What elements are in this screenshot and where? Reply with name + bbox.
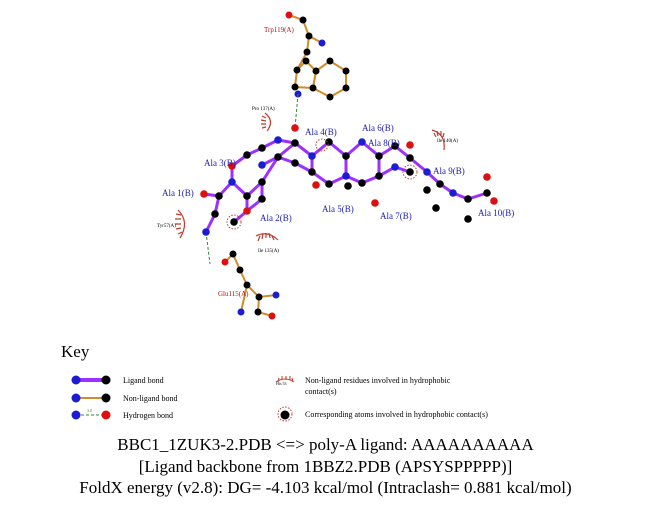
legend-corresponding-atoms-label: Corresponding atoms involved in hydropho… [305, 410, 488, 419]
ligand-label-ala5: Ala 5(B) [322, 204, 354, 214]
legend-hydrophobic-example: His 53 [276, 381, 287, 386]
residue-label-glu115: Glu115(A) [218, 290, 249, 298]
ligand-label-ala2: Ala 2(B) [260, 213, 292, 223]
legend-hydrophobic-atom [277, 406, 293, 422]
ligand-label-ala9: Ala 9(B) [433, 166, 465, 176]
residue-label-trp119: Trp119(A) [264, 26, 294, 34]
hydrophobic-label-tyr57: Tyr57(A) [157, 224, 176, 229]
hydrophobic-label-pro137: Pro 137(A) [252, 107, 275, 112]
ligand-atoms [200, 124, 498, 236]
ligand-label-ala3: Ala 3(B) [204, 158, 236, 168]
ligand-label-ala4: Ala 4(B) [305, 127, 337, 137]
hydrophobic-label-ile135: Ile 135(A) [258, 249, 279, 254]
legend-nonligand-bond [71, 393, 111, 403]
caption-line-2: [Ligand backbone from 1BBZ2.PDB (APSYSPP… [138, 457, 513, 476]
ligand-label-ala7: Ala 7(B) [380, 211, 412, 221]
legend-ligand-bond [71, 375, 111, 385]
ligand-label-ala8: Ala 8(B) [368, 138, 400, 148]
glu115-atoms [221, 250, 280, 320]
legend-hbond-distance: 3.0 [87, 408, 92, 413]
hydrophobic-atoms [226, 138, 418, 230]
legend-hydrophobic-residue [275, 376, 295, 383]
legend-hydrogen-bond [71, 410, 111, 420]
hydrophobic-contacts [175, 112, 445, 242]
key-title: Key [61, 342, 90, 361]
hydrogen-bonds [205, 93, 299, 265]
ligand-label-ala10: Ala 10(B) [478, 208, 514, 218]
legend-nonligand-bond-label: Non-ligand bond [123, 394, 177, 403]
legend: Ligand bond Non-ligand bond 3.0 Hydrogen… [71, 375, 488, 422]
caption-line-3: FoldX energy (v2.8): DG= -4.103 kcal/mol… [79, 478, 572, 497]
ligplot-diagram: Trp119(A) Glu115(A) [157, 11, 514, 320]
caption-line-1: BBC1_1ZUK3-2.PDB <=> poly-A ligand: AAAA… [117, 435, 534, 454]
ligand-label-ala6: Ala 6(B) [362, 123, 394, 133]
legend-hydrophobic-residues-label: Non-ligand residues involved in hydropho… [305, 376, 451, 385]
legend-ligand-bond-label: Ligand bond [123, 376, 164, 385]
hydrophobic-label-ile140: Ile 140(A) [437, 139, 458, 144]
trp119-atoms [285, 11, 350, 101]
legend-hydrophobic-residues-label-2: contact(s) [305, 387, 337, 396]
ligand-label-ala1: Ala 1(B) [162, 188, 194, 198]
legend-hydrogen-bond-label: Hydrogen bond [123, 411, 173, 420]
